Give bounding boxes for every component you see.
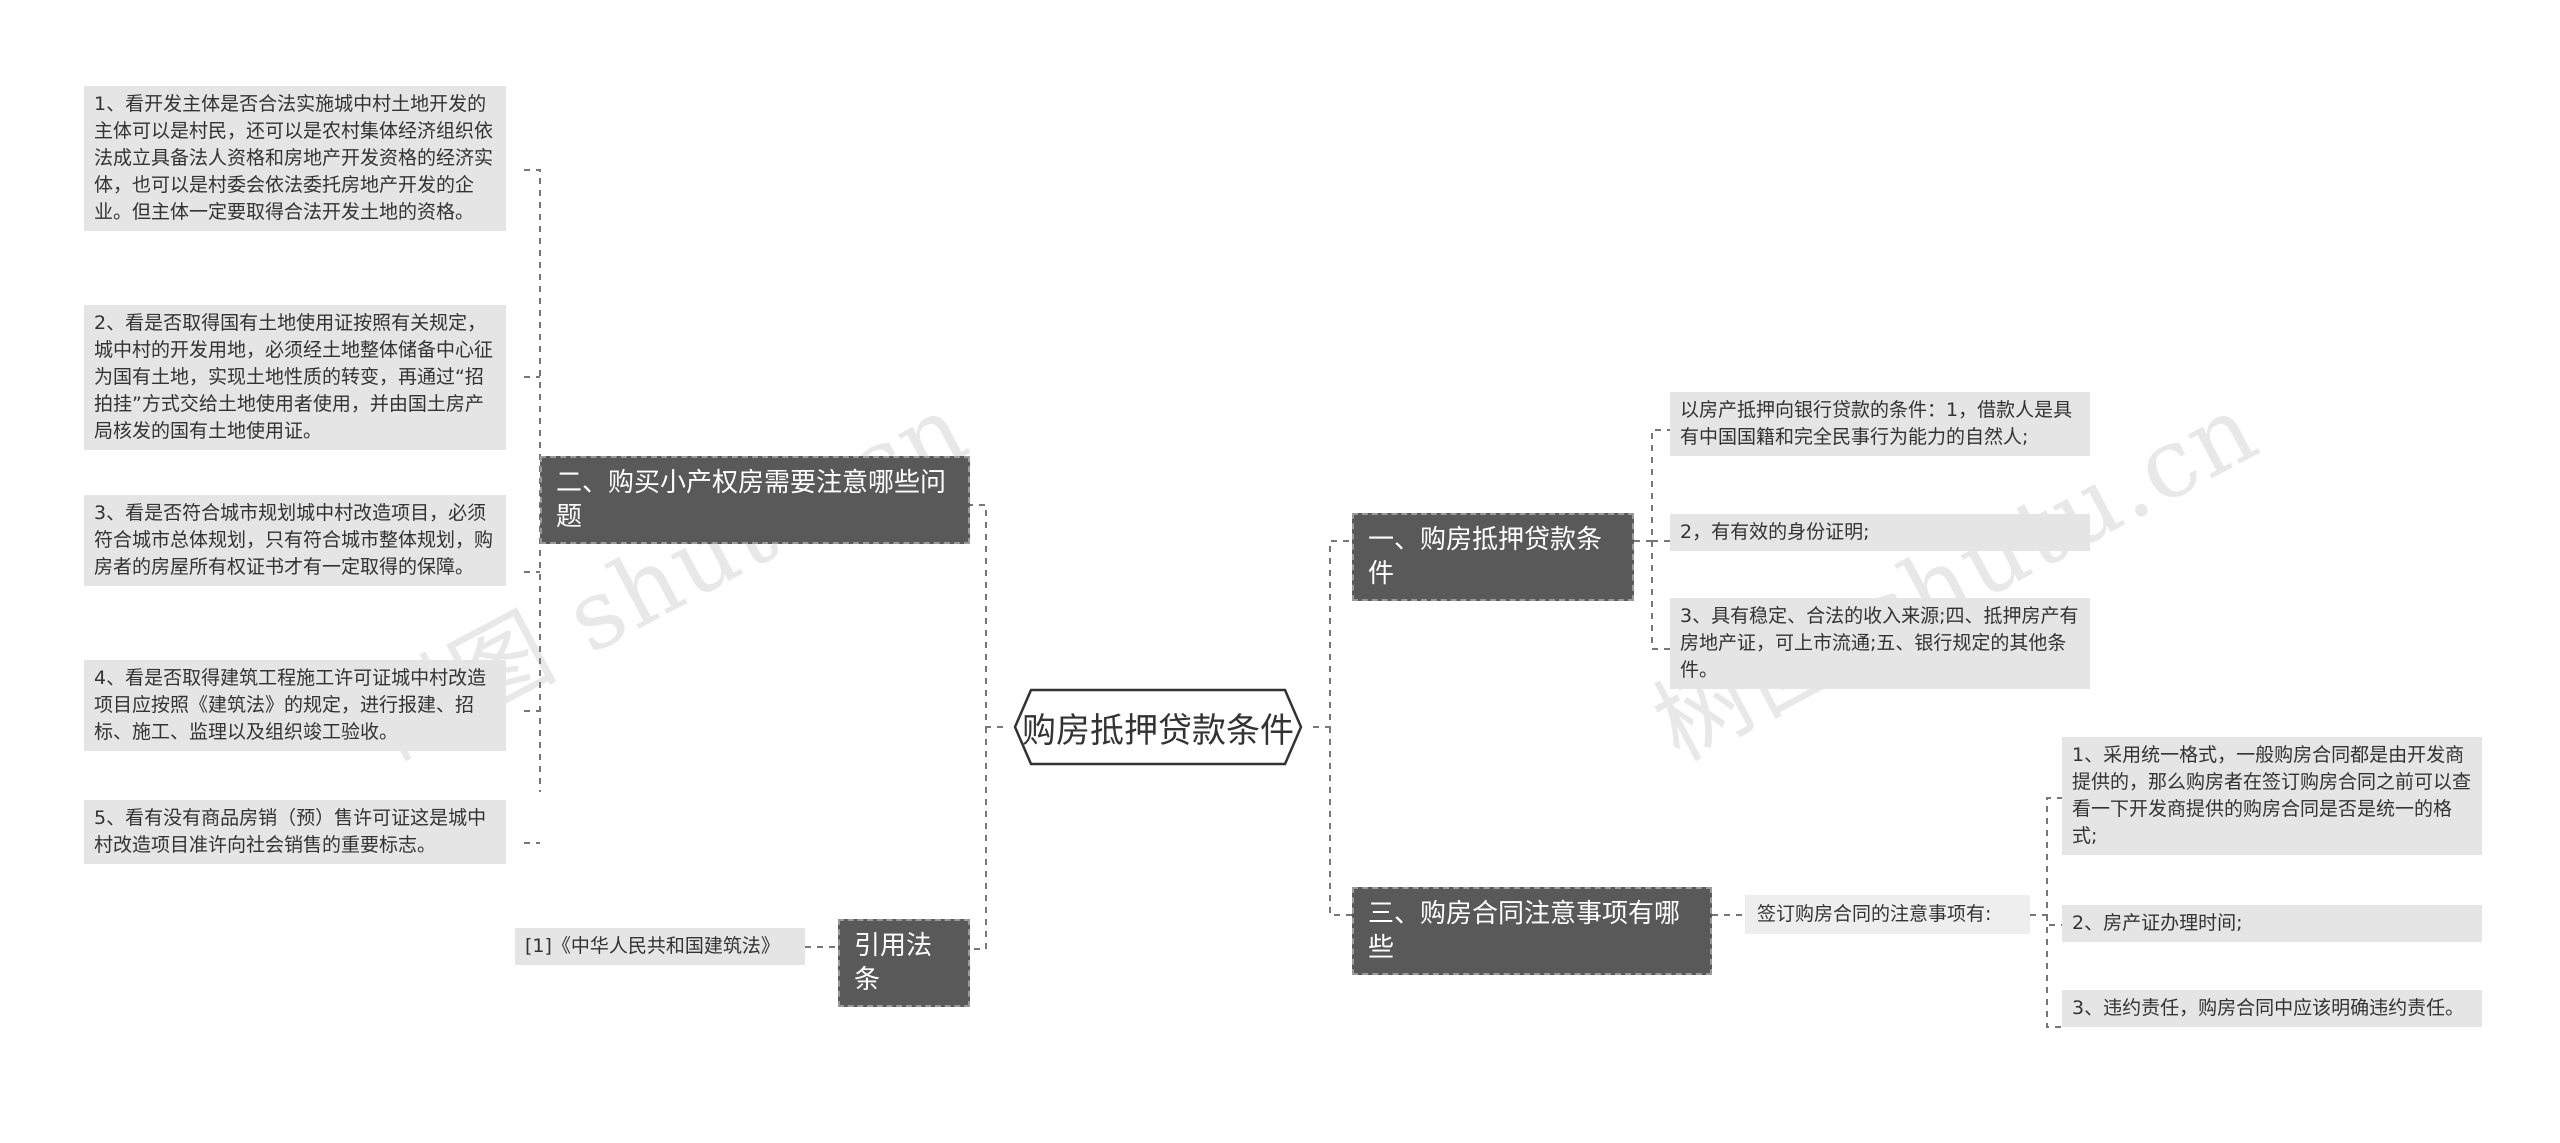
- leaf-text: 1、看开发主体是否合法实施城中村土地开发的主体可以是村民，还可以是农村集体经济组…: [94, 93, 494, 223]
- leaf-small-property-4[interactable]: 4、看是否取得建筑工程施工许可证城中村改造项目应按照《建筑法》的规定，进行报建、…: [84, 660, 506, 751]
- leaf-text: 5、看有没有商品房销（预）售许可证这是城中村改造项目准许向社会销售的重要标志。: [94, 807, 487, 856]
- leaf-small-property-2[interactable]: 2、看是否取得国有土地使用证按照有关规定，城中村的开发用地，必须经土地整体储备中…: [84, 305, 506, 450]
- branch-label: 一、购房抵押贷款条件: [1368, 525, 1603, 589]
- branch-contract-notes[interactable]: 三、购房合同注意事项有哪些: [1352, 887, 1712, 975]
- leaf-contract-note-2[interactable]: 2、房产证办理时间;: [2062, 905, 2482, 942]
- link-root-b2: [970, 504, 1003, 728]
- branch-small-property-notes[interactable]: 二、购买小产权房需要注意哪些问题: [540, 456, 970, 544]
- leaf-text: 1、采用统一格式，一般购房合同都是由开发商提供的，那么购房者在签订购房合同之前可…: [2072, 744, 2472, 847]
- leaf-text: 2，有有效的身份证明;: [1680, 521, 1870, 543]
- leaf-text: 2、看是否取得国有土地使用证按照有关规定，城中村的开发用地，必须经土地整体储备中…: [94, 312, 494, 442]
- link-sub-items: [2030, 797, 2062, 1028]
- leaf-text: 3、具有稳定、合法的收入来源;四、抵押房产有房地产证，可上市流通;五、银行规定的…: [1680, 605, 2079, 681]
- branch-loan-conditions[interactable]: 一、购房抵押贷款条件: [1352, 513, 1634, 601]
- leaf-small-property-3[interactable]: 3、看是否符合城市规划城中村改造项目，必须符合城市总体规划，只有符合城市整体规划…: [84, 495, 506, 586]
- link-root-b1: [1313, 540, 1352, 728]
- leaf-text: 3、违约责任，购房合同中应该明确违约责任。: [2072, 997, 2465, 1019]
- leaf-text: 2、房产证办理时间;: [2072, 912, 2243, 934]
- branch-label: 二、购买小产权房需要注意哪些问题: [556, 468, 947, 532]
- leaf-small-property-5[interactable]: 5、看有没有商品房销（预）售许可证这是城中村改造项目准许向社会销售的重要标志。: [84, 800, 506, 864]
- root-hexagon-shape: [1013, 688, 1303, 766]
- leaf-small-property-1[interactable]: 1、看开发主体是否合法实施城中村土地开发的主体可以是村民，还可以是农村集体经济组…: [84, 86, 506, 231]
- link-root-b4: [970, 727, 987, 950]
- branch-label: 三、购房合同注意事项有哪些: [1368, 899, 1681, 963]
- leaf-loan-condition-1[interactable]: 以房产抵押向银行贷款的条件：1，借款人是具有中国国籍和完全民事行为能力的自然人;: [1670, 392, 2090, 456]
- link-b1-items: [1634, 429, 1670, 650]
- leaf-text: [1]《中华人民共和国建筑法》: [525, 935, 780, 957]
- link-b2-items: [524, 169, 544, 844]
- branch-label: 引用法条: [854, 931, 933, 995]
- link-root-b3: [1329, 727, 1352, 916]
- leaf-contract-note-3[interactable]: 3、违约责任，购房合同中应该明确违约责任。: [2062, 990, 2482, 1027]
- leaf-text: 以房产抵押向银行贷款的条件：1，借款人是具有中国国籍和完全民事行为能力的自然人;: [1680, 399, 2073, 448]
- leaf-text: 4、看是否取得建筑工程施工许可证城中村改造项目应按照《建筑法》的规定，进行报建、…: [94, 667, 487, 743]
- leaf-cited-law-1[interactable]: [1]《中华人民共和国建筑法》: [515, 928, 805, 965]
- branch-cited-law[interactable]: 引用法条: [838, 919, 970, 1007]
- leaf-text: 3、看是否符合城市规划城中村改造项目，必须符合城市总体规划，只有符合城市整体规划…: [94, 502, 494, 578]
- sub-topic-text: 签订购房合同的注意事项有:: [1757, 903, 1992, 925]
- sub-topic-contract-notes[interactable]: 签订购房合同的注意事项有:: [1745, 895, 2030, 934]
- leaf-loan-condition-2[interactable]: 2，有有效的身份证明;: [1670, 514, 2090, 551]
- root-topic[interactable]: 购房抵押贷款条件: [1003, 688, 1313, 766]
- leaf-contract-note-1[interactable]: 1、采用统一格式，一般购房合同都是由开发商提供的，那么购房者在签订购房合同之前可…: [2062, 737, 2482, 855]
- root-label: 购房抵押贷款条件: [1022, 710, 1294, 751]
- leaf-loan-condition-3[interactable]: 3、具有稳定、合法的收入来源;四、抵押房产有房地产证，可上市流通;五、银行规定的…: [1670, 598, 2090, 689]
